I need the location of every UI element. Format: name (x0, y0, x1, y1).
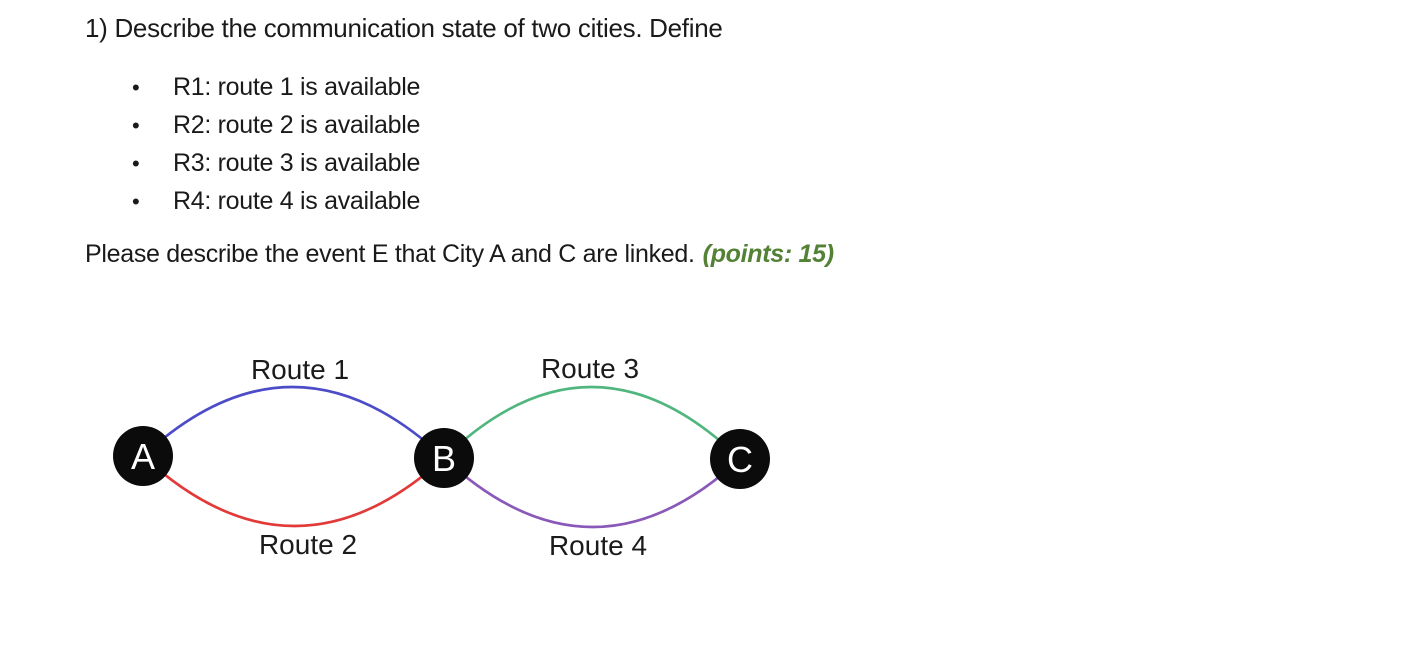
list-item: • R1: route 1 is available (0, 68, 420, 106)
bullet-text: R4: route 4 is available (173, 187, 421, 215)
edge-route-4 (443, 457, 741, 529)
edge-label-route-4: Route 4 (549, 530, 647, 561)
node-c (710, 429, 770, 489)
bullet-dot-icon: • (132, 189, 140, 214)
bullet-text: R2: route 2 is available (173, 111, 421, 139)
edge-label-route-1: Route 1 (251, 354, 349, 385)
prompt-text: Please describe the event E that City A … (85, 240, 695, 268)
edge-route-1 (142, 385, 445, 459)
bullet-dot-icon: • (132, 151, 140, 176)
list-item: • R3: route 3 is available (0, 144, 420, 182)
list-item: • R2: route 2 is available (0, 106, 420, 144)
edge-route-2 (142, 455, 445, 528)
list-item: • R4: route 4 is available (0, 182, 420, 220)
edge-label-route-3: Route 3 (541, 353, 639, 384)
edge-route-3 (443, 385, 741, 460)
node-label-a: A (131, 436, 155, 477)
points-badge: (points: 15) (702, 240, 834, 268)
bullet-dot-icon: • (132, 113, 140, 138)
bullet-dot-icon: • (132, 75, 140, 100)
bullet-text: R3: route 3 is available (173, 149, 421, 177)
bullet-text: R1: route 1 is available (173, 73, 421, 101)
node-b (414, 428, 474, 488)
question-title: 1) Describe the communication state of t… (85, 13, 723, 43)
node-a (113, 426, 173, 486)
node-label-b: B (432, 438, 456, 479)
question-prompt: Please describe the event E that City A … (85, 240, 834, 269)
bullet-list: • R1: route 1 is available • R2: route 2… (0, 68, 420, 220)
node-label-c: C (727, 439, 753, 480)
edge-label-route-2: Route 2 (259, 529, 357, 560)
